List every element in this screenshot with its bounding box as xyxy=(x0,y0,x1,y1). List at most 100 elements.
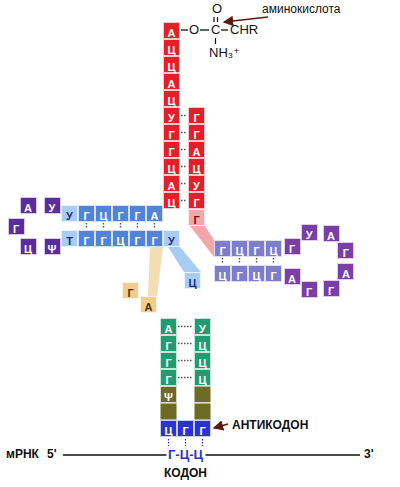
acceptor-base: Ц xyxy=(188,158,205,175)
chemical-bond xyxy=(215,38,216,44)
base-letter: Ц xyxy=(235,244,243,259)
acceptor-base: Ц xyxy=(163,158,180,175)
base-pair-bond xyxy=(154,223,155,229)
base-pair-bond xyxy=(181,132,187,133)
base-letter: Г xyxy=(127,286,133,301)
base-pair-bond xyxy=(222,258,223,264)
acceptor-base: А xyxy=(163,22,180,39)
base-letter: Г xyxy=(253,244,259,259)
base-letter: У xyxy=(49,201,56,216)
codon-letters: Г-Ц-Ц xyxy=(166,447,205,462)
chemical-bond xyxy=(181,29,188,30)
pointer-arrow xyxy=(224,17,268,22)
base-letter: Ц xyxy=(167,196,175,211)
base-letter: А xyxy=(24,201,32,216)
stem-base: Г xyxy=(95,230,112,247)
acceptor-base: А xyxy=(188,141,205,158)
amino-group-text: NH₃⁺ xyxy=(209,45,240,60)
loop-base: Г xyxy=(301,281,318,298)
base-letter: Ц xyxy=(116,234,124,249)
base-pair-bond xyxy=(256,258,257,264)
base-letter: Г xyxy=(219,244,225,259)
stem-base: Ц xyxy=(214,265,231,282)
base-letter: Ц xyxy=(99,209,107,224)
base-letter: Г xyxy=(13,222,19,237)
loop-base: Ψ xyxy=(44,238,61,255)
base-letter: Г xyxy=(134,209,140,224)
loop-base xyxy=(160,403,177,420)
loop-base: Ц xyxy=(20,238,37,255)
codon-pairing xyxy=(185,439,186,446)
base-letter: Г xyxy=(182,424,188,439)
loop-base: Г xyxy=(337,242,354,259)
base-letter: Ψ xyxy=(164,390,173,405)
anticodon-base: Ц xyxy=(160,420,177,437)
anticodon-base: Г xyxy=(177,420,194,437)
base-pair-bond xyxy=(86,223,87,229)
stem-base: Г xyxy=(78,230,95,247)
carbon-atom: C xyxy=(211,22,220,37)
base-pair-bond xyxy=(178,377,193,378)
base-letter: Г xyxy=(289,242,295,257)
acceptor-base: Г xyxy=(163,124,180,141)
base-letter: Ц xyxy=(198,373,206,388)
base-letter: Ц xyxy=(24,242,32,257)
side-chain: CHR xyxy=(230,22,258,37)
anticodon-stem-base: Г xyxy=(160,335,177,352)
base-letter: Г xyxy=(306,285,312,300)
base-letter: А xyxy=(288,272,296,287)
chemical-bond xyxy=(200,29,209,30)
acceptor-base: Г xyxy=(188,192,205,209)
amino-acid-label-text: аминокислота xyxy=(262,2,340,17)
stem-base: Г xyxy=(214,240,231,257)
loop-base: У xyxy=(44,197,61,214)
anticodon-stem-base: Г xyxy=(160,352,177,369)
acceptor-base: Ц xyxy=(163,56,180,73)
acceptor-base: А xyxy=(163,73,180,90)
base-pair-bond xyxy=(137,223,138,229)
base-letter: Г xyxy=(270,269,276,284)
codon-pairing xyxy=(168,439,169,446)
loop-base: Г xyxy=(323,280,340,297)
acceptor-base: А xyxy=(163,175,180,192)
base-letter: Т xyxy=(66,234,73,249)
base-pair-bond xyxy=(181,166,187,167)
oxygen-atom: O xyxy=(189,22,199,37)
base-pair-bond xyxy=(181,115,187,116)
variable-base: Г xyxy=(122,282,139,299)
stem-base: Г xyxy=(265,265,282,282)
stem-base: Г xyxy=(129,205,146,222)
amino-group: NH₃⁺ xyxy=(209,45,240,60)
base-letter: А xyxy=(342,267,350,282)
end-label: 5' xyxy=(47,447,57,462)
oxygen-atom-text: O xyxy=(189,22,199,37)
base-pair-bond xyxy=(178,326,193,327)
base-letter: Г xyxy=(343,246,349,261)
mrna-strand xyxy=(63,454,360,456)
variable-base: А xyxy=(140,296,157,313)
double-bond xyxy=(213,17,214,22)
amino-acid-label: аминокислота xyxy=(262,2,340,17)
base-pair-bond xyxy=(181,183,187,184)
loop-base: Ψ xyxy=(160,386,177,403)
base-letter: А xyxy=(151,209,159,224)
acceptor-base: Г xyxy=(188,107,205,124)
base-letter: Г xyxy=(236,269,242,284)
base-letter: Г xyxy=(83,209,89,224)
anticodon-label: АНТИКОДОН xyxy=(232,418,308,433)
end-label-text: 5' xyxy=(47,447,57,462)
linker-base: Т xyxy=(61,230,78,247)
connector-band xyxy=(168,247,201,272)
loop-base: А xyxy=(323,225,340,242)
codon-pairing xyxy=(202,439,203,446)
base-letter: Ц xyxy=(269,244,277,259)
linker-base: У xyxy=(61,205,78,222)
stem-base: Ц xyxy=(265,240,282,257)
base-letter: Ц xyxy=(164,424,172,439)
base-letter: У xyxy=(306,228,313,243)
base-pair-bond xyxy=(178,343,193,344)
oxygen-atom-text: O xyxy=(212,1,222,16)
base-letter: У xyxy=(168,234,175,249)
base-letter: Ц xyxy=(252,269,260,284)
base-letter: Ψ xyxy=(48,242,57,257)
